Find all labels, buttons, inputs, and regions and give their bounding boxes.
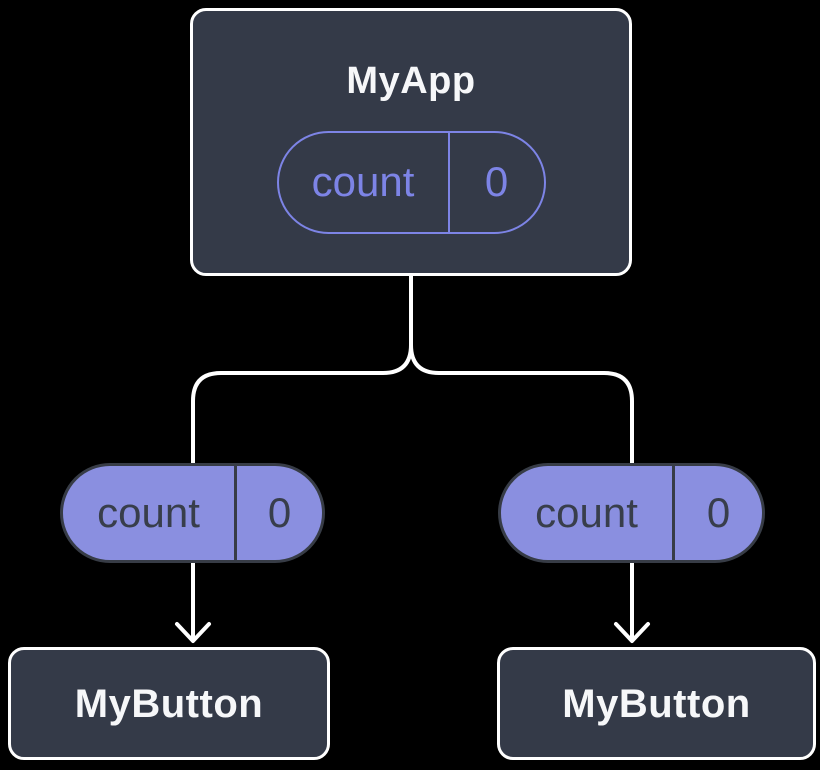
node-myapp: MyApp count 0	[190, 8, 632, 276]
prop-pill-right: count 0	[498, 463, 765, 563]
prop-pill-value: 0	[267, 489, 292, 536]
prop-pill-label: count	[63, 466, 237, 560]
branch-line-right	[409, 270, 634, 466]
state-pill-label: count	[279, 132, 450, 232]
node-mybutton-title: MyButton	[74, 681, 264, 726]
state-pill-value: 0	[484, 158, 509, 206]
node-mybutton-right: MyButton	[497, 647, 816, 760]
node-mybutton-title: MyButton	[562, 681, 751, 726]
state-pill-myapp: count 0	[276, 130, 546, 234]
arrow-head-right	[614, 622, 650, 643]
prop-pill-label: count	[501, 466, 675, 560]
branch-line-left	[191, 270, 413, 466]
node-mybutton-left: MyButton	[8, 647, 330, 760]
arrow-head-left	[175, 622, 211, 643]
prop-pill-left: count 0	[60, 463, 325, 563]
node-myapp-title: MyApp	[346, 60, 476, 102]
prop-pill-value: 0	[706, 489, 731, 536]
